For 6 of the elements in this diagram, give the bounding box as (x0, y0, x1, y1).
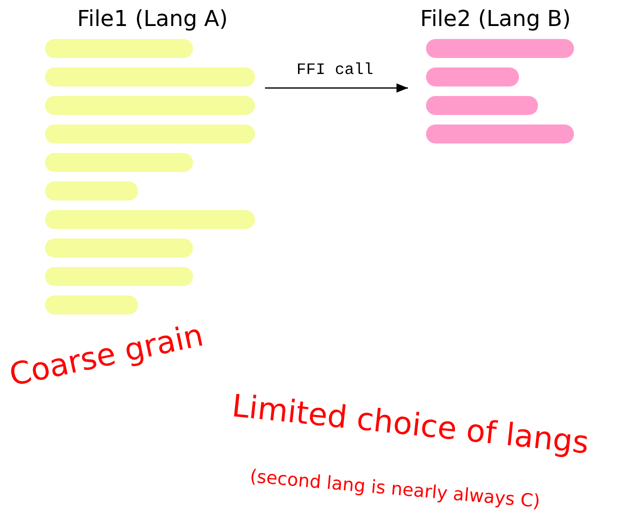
note-text: Coarse grain (6, 317, 207, 394)
note-text: Limited choice of langs (230, 388, 590, 462)
note-text: (second lang is nearly always C) (249, 466, 541, 512)
file-title: File1 (Lang A) (76, 6, 229, 34)
file-title: File2 (Lang B) (419, 6, 572, 34)
arrow (265, 83, 408, 93)
